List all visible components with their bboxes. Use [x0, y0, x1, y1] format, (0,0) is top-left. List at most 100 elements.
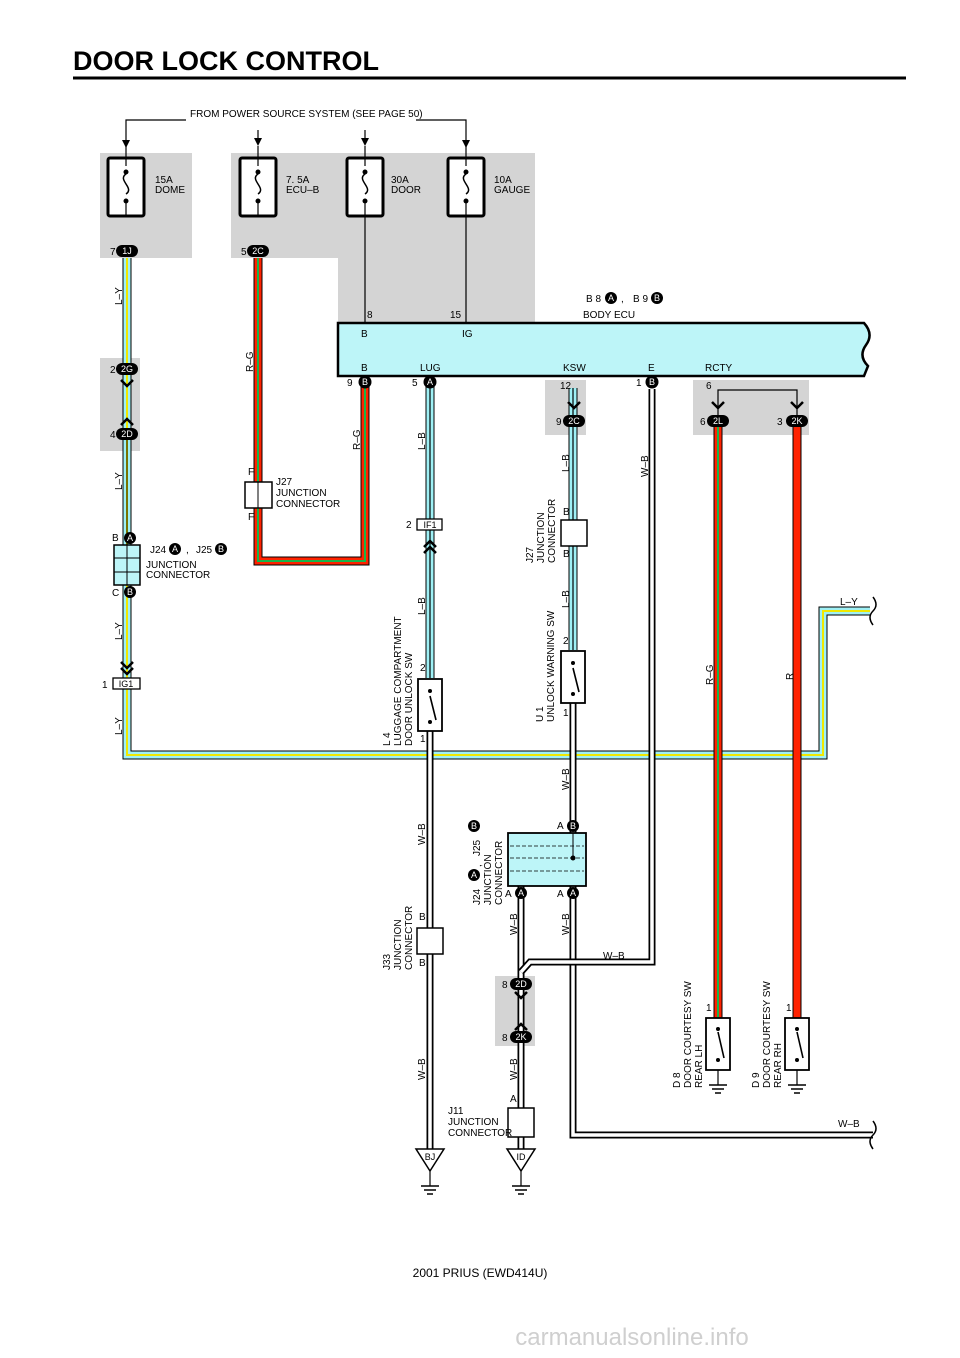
- j-pin: A: [510, 1094, 517, 1105]
- ecu-pin-num: 1: [636, 378, 642, 389]
- j-sep: ,: [473, 864, 484, 867]
- conn-pin: 1: [102, 680, 108, 691]
- body-ecu-labels: BODY ECU B 8 A , B 9 B 8 15 B IG B LUG K…: [347, 292, 733, 392]
- j-conn: A: [518, 888, 524, 898]
- j-desc: JUNCTION: [536, 512, 547, 563]
- wire-label-ly: L–Y: [114, 717, 125, 735]
- j-pin: B: [563, 549, 570, 560]
- j-desc: JUNCTION: [146, 560, 197, 571]
- l4-switch: 2 1 L 4 LUGGAGE COMPARTMENT DOOR UNLOCK …: [382, 616, 443, 746]
- fuse-terminal: [463, 169, 469, 175]
- wire-label-lb: L–B: [561, 454, 572, 472]
- sw-desc: DOOR COURTESY SW: [683, 981, 694, 1088]
- sw-desc: DOOR UNLOCK SW: [404, 652, 415, 746]
- j-pin: F: [248, 467, 254, 478]
- ground-triangle: [414, 1148, 446, 1173]
- rcty-bracket: [717, 389, 798, 415]
- conn-pin: 3: [777, 417, 783, 428]
- connector-pill: [563, 415, 585, 427]
- ecu-pin-name-e: E: [648, 363, 655, 374]
- ecu-top-pin-num: 15: [450, 310, 462, 321]
- wire-wb-bottom-outline: [569, 886, 873, 1139]
- fuse-ecub-amp: 7. 5A: [286, 175, 310, 186]
- conn-code: 2K: [515, 1032, 526, 1042]
- j-conn: A: [471, 870, 477, 880]
- body-ecu-box: [336, 321, 871, 378]
- ecu-pin-conn: B: [362, 377, 368, 387]
- plug-arrow: [423, 539, 437, 548]
- fuse-terminal: [362, 198, 368, 204]
- sw-pin: 2: [563, 636, 569, 647]
- ecu-top-pin-num: 8: [367, 310, 373, 321]
- plug-arrow: [790, 401, 804, 410]
- break-mark: [869, 596, 877, 626]
- wire-label-ly: L–Y: [114, 622, 125, 640]
- sw-desc: LUGGAGE COMPARTMENT: [393, 616, 404, 746]
- j-code: J24: [472, 888, 483, 905]
- conn-pin: 2: [406, 520, 412, 531]
- wire-label-ly: L–Y: [840, 597, 858, 608]
- wire-label-wb: W–B: [417, 1058, 428, 1080]
- wire-label-rg: R–G: [245, 351, 256, 372]
- conn-code: 2L: [713, 416, 723, 426]
- connector-pills: [116, 245, 808, 1043]
- wire-label-wb: W–B: [640, 455, 651, 477]
- ecu-pin-name-ksw: KSW: [563, 363, 586, 374]
- connector-pill: [116, 363, 138, 375]
- connector-pill: [786, 415, 808, 427]
- conn-code: IG1: [119, 679, 134, 689]
- page-title: DOOR LOCK CONTROL: [73, 46, 379, 76]
- fuse-element: [122, 173, 130, 195]
- wire-label-lb: L–B: [417, 597, 428, 615]
- conn-pin: 8: [502, 980, 508, 991]
- j-pin: B: [563, 507, 570, 518]
- wire-wb-bottom: [571, 886, 873, 1137]
- u1-switch: 2 1 U 1 UNLOCK WARNING SW: [535, 610, 586, 722]
- conn-pin: 8: [502, 1033, 508, 1044]
- sw-pin: 1: [420, 734, 426, 745]
- j-desc: CONNECTOR: [547, 499, 558, 563]
- connector-pill: [510, 978, 532, 990]
- ecu-pin-name-lug: LUG: [420, 363, 441, 374]
- wire-label-wb: W–B: [561, 768, 572, 790]
- j-desc: CONNECTOR: [146, 570, 210, 581]
- body-ecu-sep: ,: [621, 294, 624, 305]
- fuse-terminal: [255, 169, 261, 175]
- fuse-terminal: [463, 198, 469, 204]
- j-desc: JUNCTION: [448, 1117, 499, 1128]
- ecu-top-pin-name: IG: [462, 329, 473, 340]
- plug-arrow: [423, 545, 437, 554]
- j-sep: ,: [186, 545, 189, 556]
- conn-code: 2D: [515, 979, 527, 989]
- sw-code: D 9: [751, 1072, 762, 1088]
- connector-pill: [707, 415, 729, 427]
- sw-pin: 1: [786, 1003, 792, 1014]
- j-code2: J25: [472, 839, 483, 856]
- ecu-supply-lines: [364, 215, 467, 322]
- fuse-group: [106, 146, 486, 218]
- wire-label-ly: L–Y: [114, 287, 125, 305]
- watermark: carmanualsonline.info: [515, 1324, 748, 1351]
- fuse-terminal: [123, 169, 129, 175]
- j27-left-junction: F F J27 JUNCTION CONNECTOR: [244, 467, 340, 523]
- wire-label-rg: R–G: [705, 664, 716, 685]
- j27-mid-junction: B B J27 JUNCTION CONNECTOR: [525, 499, 588, 563]
- wire-label-lb: L–B: [417, 432, 428, 450]
- j-pin: B: [112, 533, 119, 544]
- wire-label-r: R: [785, 673, 796, 680]
- j-conn: A: [570, 888, 576, 898]
- wire-wb-e: [519, 389, 654, 974]
- wire-label-ly: L–Y: [114, 472, 125, 490]
- j-conn: A: [127, 533, 133, 543]
- body-ecu-code2: B 9: [633, 294, 648, 305]
- body-ecu-conn-a: A: [608, 293, 614, 303]
- j-code: J24: [150, 545, 167, 556]
- body-ecu-code1: B 8: [586, 294, 601, 305]
- conn-pin: 6: [700, 417, 706, 428]
- fuse-door-name: DOOR: [391, 185, 421, 196]
- sw-desc: UNLOCK WARNING SW: [546, 610, 557, 722]
- j-desc: JUNCTION: [276, 488, 327, 499]
- ecu-pin-name-b: B: [361, 363, 368, 374]
- conn-pin: 7: [110, 247, 116, 258]
- sw-code: D 8: [672, 1072, 683, 1088]
